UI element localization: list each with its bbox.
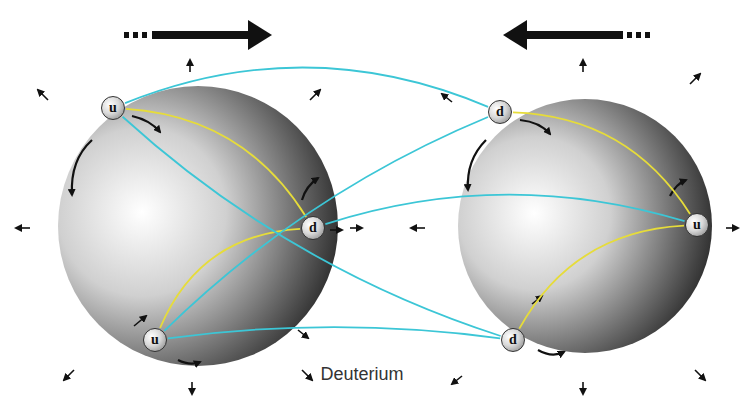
motion-arrow-left — [124, 20, 272, 50]
quark-letter: u — [109, 101, 117, 115]
quark-letter: u — [151, 333, 159, 347]
quark-letter: d — [509, 333, 517, 347]
gluon-line — [160, 229, 300, 328]
spin-arrows — [72, 116, 686, 364]
gluon-line — [126, 109, 306, 217]
quark-ball: u — [101, 96, 125, 120]
quark-letter: d — [496, 105, 504, 119]
gluon-line — [513, 112, 690, 214]
quark-ball: u — [143, 328, 167, 352]
gluon-line — [168, 327, 500, 338]
gluon-line — [125, 67, 488, 106]
field-arrows — [16, 60, 738, 394]
neutron-sphere — [458, 99, 712, 353]
quark-ball: d — [301, 216, 325, 240]
quark-ball: d — [488, 100, 512, 124]
quark-letter: u — [693, 218, 701, 232]
quark-ball: u — [685, 213, 709, 237]
quark-ball: d — [501, 328, 525, 352]
gluon-line — [519, 226, 684, 329]
quark-letter: d — [309, 221, 317, 235]
proton-sphere — [58, 86, 338, 366]
caption-label: Deuterium — [318, 364, 405, 385]
gluon-line — [325, 195, 684, 224]
gluon-line — [123, 117, 501, 336]
motion-arrow-right — [503, 20, 650, 50]
